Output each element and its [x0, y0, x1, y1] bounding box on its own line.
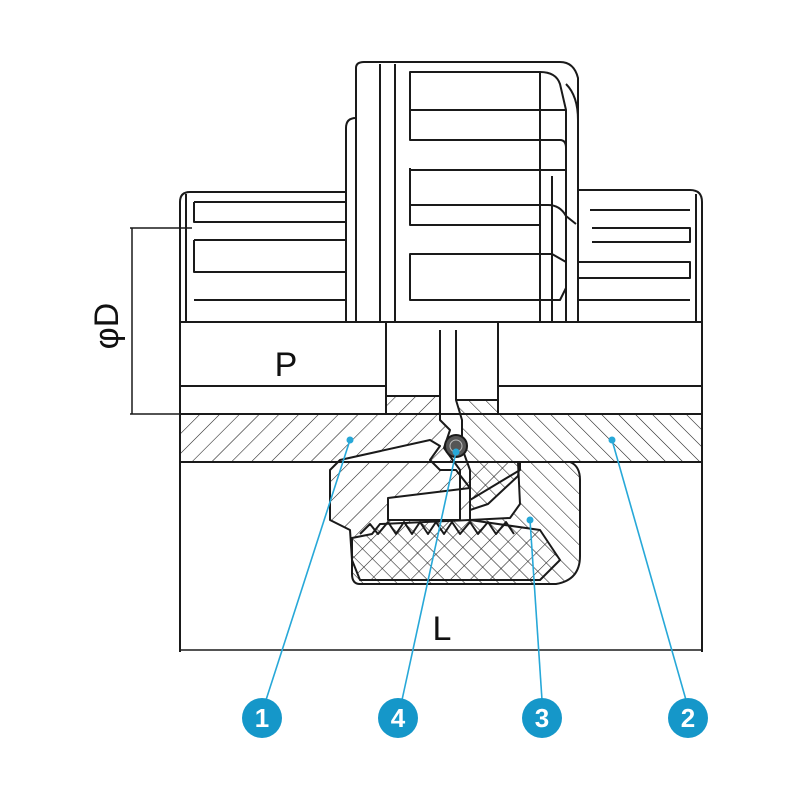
length-label: L	[433, 610, 452, 648]
right-body-fins	[578, 189, 703, 322]
upper-nut-outline	[345, 61, 579, 322]
diameter-dimension	[130, 227, 192, 415]
callout-2-number: 2	[681, 703, 695, 733]
leader-line-3	[529, 519, 543, 701]
diameter-label: φD	[88, 303, 126, 350]
callout-4: 4	[378, 698, 418, 738]
callout-1: 1	[242, 698, 282, 738]
callout-2: 2	[668, 698, 708, 738]
pressure-label: P	[275, 346, 298, 384]
callout-1-number: 1	[255, 703, 269, 733]
callout-3: 3	[522, 698, 562, 738]
leader-line-1	[265, 439, 351, 701]
callout-3-number: 3	[535, 703, 549, 733]
callout-4-number: 4	[391, 703, 406, 733]
leader-line-2	[611, 439, 687, 701]
leader-line-4	[401, 451, 457, 701]
part-3-section	[351, 461, 581, 585]
thread-teeth	[359, 521, 515, 535]
o-ring	[444, 434, 468, 458]
left-body-fins	[179, 191, 346, 322]
